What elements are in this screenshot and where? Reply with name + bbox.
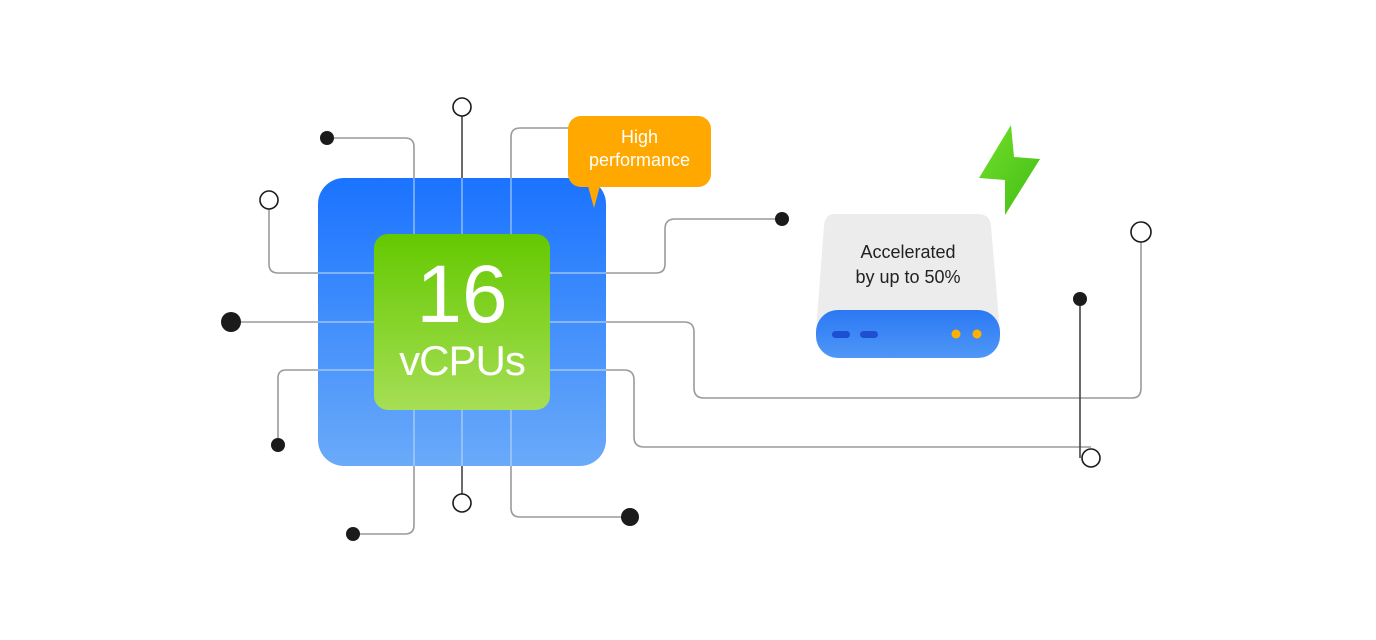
server-device (816, 214, 1000, 358)
circuit-traces (231, 107, 1142, 535)
cpu-die (374, 234, 550, 410)
node-filled (1073, 292, 1087, 306)
performance-callout (568, 116, 711, 208)
vcpu-count: 16 (416, 249, 508, 340)
server-led (951, 329, 961, 339)
lightning-bolt-icon (979, 125, 1040, 215)
trace-top-callout (510, 127, 570, 178)
node-filled (320, 131, 334, 145)
trace-bottom-right (510, 466, 630, 518)
node-hollow (1081, 448, 1101, 468)
node-hollow (452, 493, 472, 513)
node-filled (621, 508, 639, 526)
trace-bottom-left (353, 466, 415, 535)
trace-right-upper (606, 218, 782, 274)
callout-text: High performance (588, 127, 691, 170)
circuit-nodes (221, 97, 1152, 541)
trace-right-lower (606, 369, 1091, 448)
node-hollow (259, 190, 279, 210)
server-led (972, 329, 982, 339)
node-filled (221, 312, 241, 332)
trace-right-middle (606, 232, 1142, 399)
node-hollow (452, 97, 472, 117)
node-filled (775, 212, 789, 226)
trace-left-lower (277, 369, 318, 445)
server-base (816, 310, 1000, 358)
node-hollow (1130, 221, 1152, 243)
trace-top-left (327, 137, 415, 178)
server-body (816, 214, 1000, 332)
server-slot (860, 331, 878, 338)
vcpu-unit-label: vCPUs (399, 337, 526, 384)
server-slot (832, 331, 850, 338)
server-caption: Accelerated by up to 50% (855, 242, 961, 287)
node-filled (271, 438, 285, 452)
node-filled (346, 527, 360, 541)
trace-left-upper (268, 200, 318, 274)
